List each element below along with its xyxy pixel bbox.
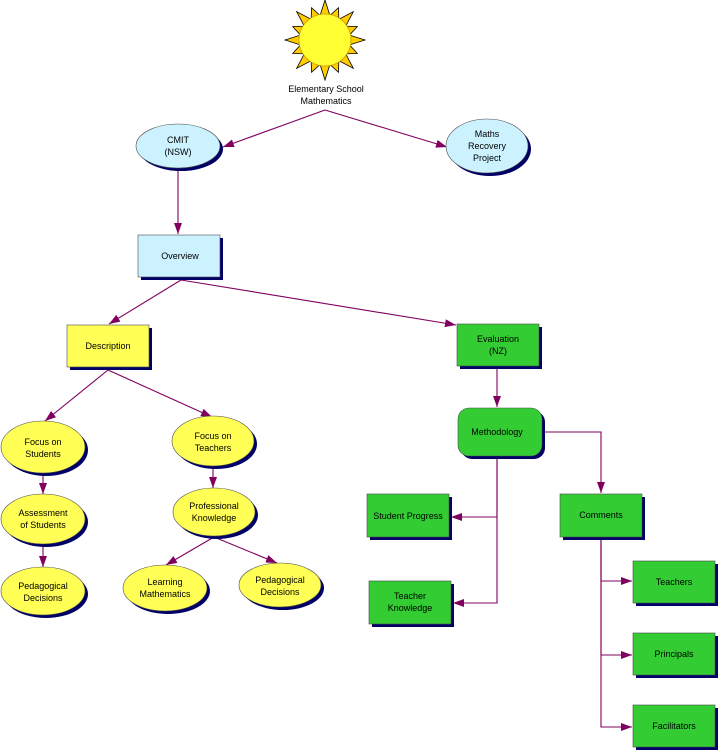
sun-icon [283,0,367,82]
node-cmit-line-1: CMIT [167,135,189,145]
node-focus-students-line-1: Focus on [24,437,61,447]
arrow-methodology-to-student-progress [451,457,498,521]
node-description-shape [66,324,150,368]
node-student-progress-label: Student Progress [373,511,443,521]
node-comments: Comments [559,493,645,540]
arrow-root-to-cmit [222,109,326,148]
node-pedagogical-decisions-right-shape [238,562,322,608]
node-evaluation-line-1: Evaluation [477,334,519,344]
node-professional-knowledge: Professional Knowledge [172,487,258,539]
node-pedagogical-decisions-left-line-1: Pedagogical [18,581,68,591]
node-professional-knowledge-line-1: Professional [189,501,239,511]
root-label-line-1: Elementary School [288,84,364,94]
node-teachers-shape [632,560,716,604]
arrow-root-to-maths-recovery [324,109,448,148]
node-assessment-students-line-1: Assessment [18,508,68,518]
arrow-comments-to-facilitators [600,539,632,731]
node-assessment-students-line-2: of Students [20,520,66,530]
node-methodology-shape [457,407,543,457]
node-teachers-label: Teachers [656,577,693,587]
arrow-description-to-focus-teachers [107,369,213,418]
node-overview-shape [137,234,221,278]
node-facilitators-shape [632,704,716,748]
node-teacher-knowledge-line-1: Teacher [394,591,426,601]
node-root: Elementary School Mathematics [283,0,367,106]
node-focus-teachers-line-1: Focus on [194,431,231,441]
node-focus-teachers: Focus on Teachers [171,415,257,469]
node-overview: Overview [137,234,223,280]
node-maths-recovery-line-1: Maths [475,129,500,139]
sun-body [298,13,352,67]
node-teacher-knowledge-shape [368,580,452,625]
edges [39,109,632,731]
arrow-overview-to-evaluation [180,279,457,328]
root-label-line-2: Mathematics [300,96,352,106]
node-focus-students-shape [0,420,86,474]
node-pedagogical-decisions-left-shape [0,566,86,616]
node-comments-shape [559,493,643,538]
node-maths-recovery-line-2: Recovery [468,141,507,151]
node-principals-shape [632,632,716,676]
node-principals: Principals [632,632,718,678]
node-principals-label: Principals [654,649,694,659]
node-professional-knowledge-shape [172,487,256,537]
arrow-professional-to-pedagogical-right [213,536,278,564]
node-pedagogical-decisions-left-line-2: Decisions [23,593,63,603]
node-pedagogical-decisions-right-line-1: Pedagogical [255,575,305,585]
node-methodology-label: Methodology [471,427,523,437]
node-teacher-knowledge-line-2: Knowledge [388,603,433,613]
node-focus-students: Focus on Students [0,420,88,476]
node-learning-mathematics-line-2: Mathematics [139,589,191,599]
node-description-label: Description [85,341,130,351]
node-methodology: Methodology [457,407,545,459]
node-facilitators: Facilitators [632,704,718,750]
node-teacher-knowledge: Teacher Knowledge [368,580,454,627]
node-evaluation-line-2: (NZ) [489,346,507,356]
node-assessment-students: Assessment of Students [0,493,88,547]
node-maths-recovery: Maths Recovery Project [445,118,531,176]
node-professional-knowledge-line-2: Knowledge [192,513,237,523]
node-evaluation: Evaluation (NZ) [456,323,542,369]
node-maths-recovery-line-3: Project [473,153,502,163]
node-comments-label: Comments [579,510,623,520]
node-assessment-students-shape [0,493,86,545]
node-cmit: CMIT (NSW) [135,123,223,171]
arrow-professional-to-learning [165,536,215,566]
node-focus-teachers-line-2: Teachers [195,443,232,453]
arrow-overview-to-description [108,279,182,325]
node-focus-teachers-shape [171,415,255,467]
arrow-comments-to-teachers [600,539,632,585]
node-cmit-line-2: (NSW) [165,147,192,157]
node-pedagogical-decisions-right-line-2: Decisions [260,587,300,597]
node-maths-recovery-shape [445,118,529,174]
node-facilitators-label: Facilitators [652,721,696,731]
node-pedagogical-decisions-right: Pedagogical Decisions [238,562,324,610]
arrow-methodology-to-comments [543,431,605,493]
node-learning-mathematics-line-1: Learning [147,577,182,587]
node-learning-mathematics: Learning Mathematics [122,564,210,614]
node-student-progress: Student Progress [366,493,452,540]
node-student-progress-shape [366,493,450,538]
node-description: Description [66,324,152,370]
node-overview-label: Overview [161,251,199,261]
arrow-comments-to-principals [600,539,632,659]
arrow-description-to-focus-students [44,369,109,422]
node-pedagogical-decisions-left: Pedagogical Decisions [0,566,88,618]
node-learning-mathematics-shape [122,564,208,612]
node-evaluation-shape [456,323,540,367]
node-teachers: Teachers [632,560,718,606]
node-cmit-shape [135,123,221,169]
arrow-methodology-to-teacher-knowledge [453,457,498,607]
node-focus-students-line-2: Students [25,449,61,459]
